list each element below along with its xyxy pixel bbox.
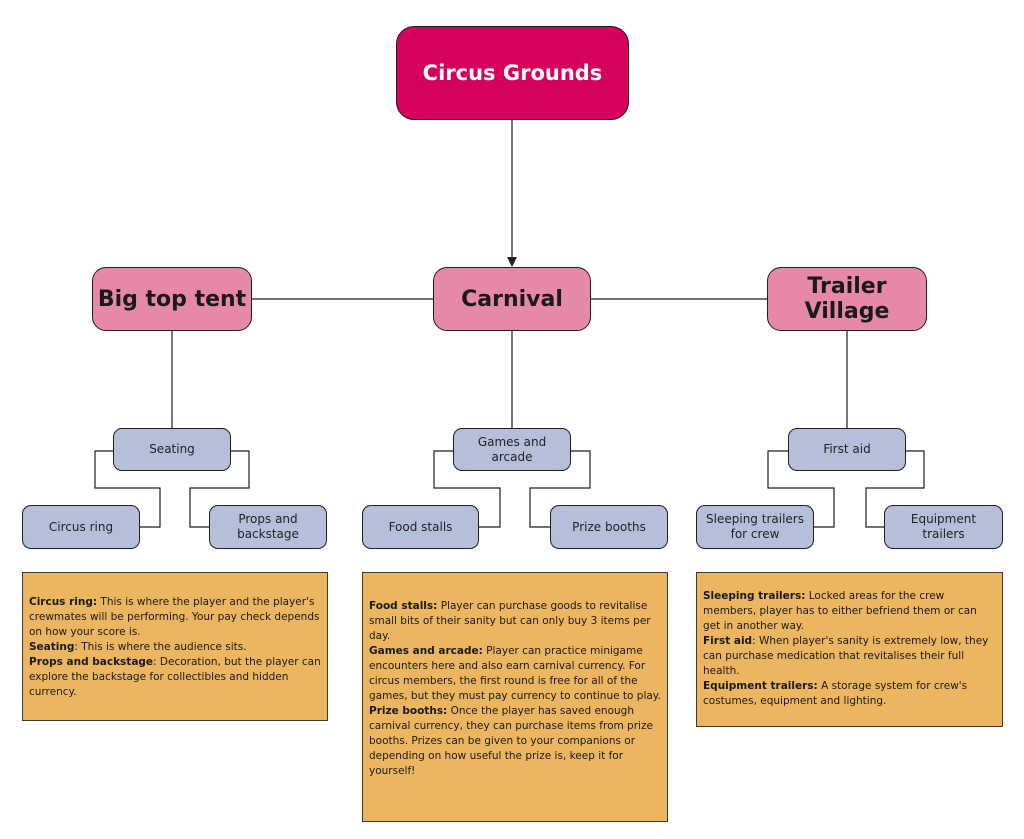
props-and-backstage-node: Props and backstage [209,505,327,549]
prize-booths-label: Prize booths [572,519,646,534]
note-food-stalls: Food stalls: Player can purchase goods t… [369,600,651,642]
note-sleeping-trailers: Sleeping trailers: Locked areas for the … [703,590,977,632]
big-top-tent-label: Big top tent [97,286,247,312]
games-and-arcade-label: Games and arcade [477,434,547,464]
circus-grounds-label: Circus Grounds [422,61,603,85]
seating-label: Seating [149,442,195,456]
games-to-foodstalls-link [433,450,501,528]
seating-to-circusring-link [94,450,161,528]
firstaid-to-equipment-link [865,450,925,528]
sleeping-trailers-label: Sleeping trailers for crew [706,512,804,541]
note-games-and-arcade: Games and arcade: Player can practice mi… [369,645,661,702]
prize-booths-node: Prize booths [550,505,668,549]
first-aid-label: First aid [823,442,871,456]
food-stalls-label: Food stalls [388,519,453,534]
carnival-node: Carnival [433,267,591,331]
food-stalls-node: Food stalls [362,505,479,549]
circus-ring-label: Circus ring [48,519,114,534]
equipment-trailers-node: Equipment trailers [884,505,1003,549]
circus-ring-node: Circus ring [22,505,140,549]
carnival-label: Carnival [461,286,563,312]
first-aid-node: First aid [788,428,906,471]
carnival-notes: Food stalls: Player can purchase goods t… [362,572,668,822]
note-first-aid: First aid: When player's sanity is extre… [703,635,989,677]
trailer-village-notes: Sleeping trailers: Locked areas for the … [696,572,1003,727]
sleeping-trailers-node: Sleeping trailers for crew [696,505,814,549]
note-prize-booths: Prize booths: Once the player has saved … [369,705,653,777]
seating-node: Seating [113,428,231,471]
props-and-backstage-label: Props and backstage [237,512,299,541]
games-and-arcade-node: Games and arcade [453,428,571,471]
note-props-and-backstage: Props and backstage: Decoration, but the… [29,656,321,698]
games-to-prizebooths-link [529,450,591,528]
big-top-tent-node: Big top tent [92,267,252,331]
big-top-tent-notes: Circus ring: This is where the player an… [22,572,328,721]
note-equipment-trailers: Equipment trailers: A storage system for… [703,680,968,707]
firstaid-to-sleeping-link [767,450,835,528]
circus-grounds-node: Circus Grounds [396,26,629,120]
seating-to-props-link [189,450,250,528]
note-seating: Seating: This is where the audience sits… [29,641,247,653]
trailer-village-node: Trailer Village [767,267,927,331]
note-circus-ring: Circus ring: This is where the player an… [29,596,320,638]
equipment-trailers-label: Equipment trailers [910,512,977,541]
trailer-village-label: Trailer Village [804,274,890,324]
